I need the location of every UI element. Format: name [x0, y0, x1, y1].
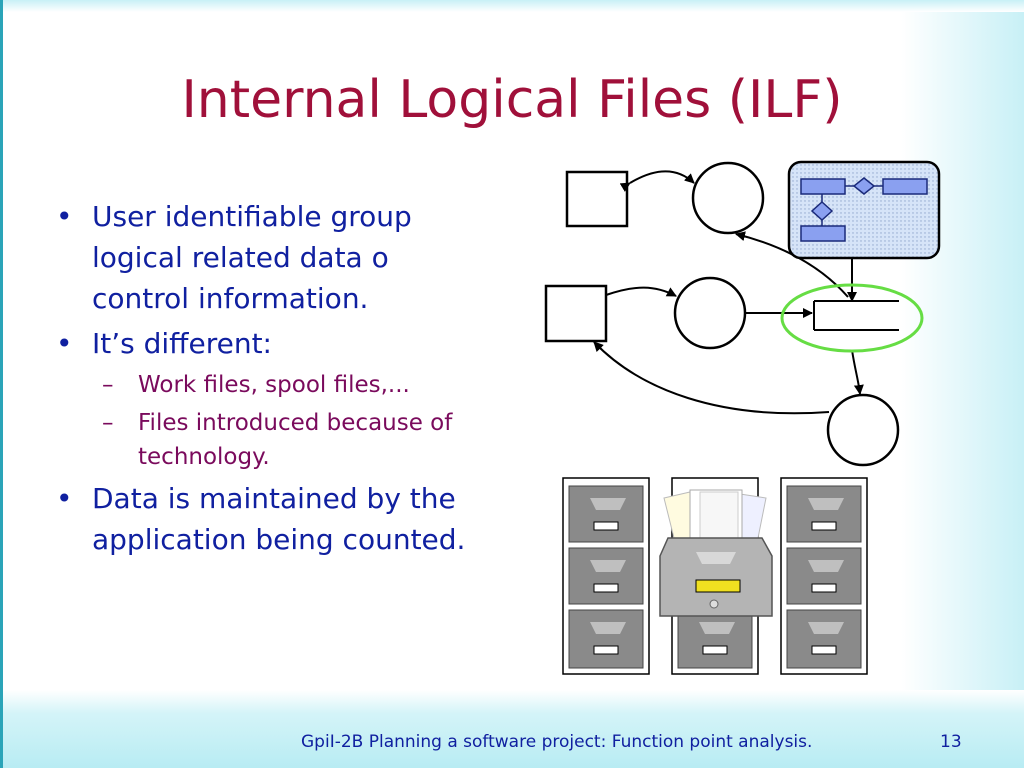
sub-bullet-dash-icon: –: [102, 372, 114, 398]
flowchart-block-icon: [882, 178, 928, 195]
top-band: [0, 0, 1024, 12]
bullet-item: • User identifiable group logical relate…: [56, 196, 486, 319]
flowchart-block-icon: [800, 225, 846, 242]
bullet-dot-icon: •: [56, 200, 73, 233]
slide-title: Internal Logical Files (ILF): [181, 70, 843, 130]
bullet-dot-icon: •: [56, 327, 73, 360]
process-circle-middle: [673, 276, 747, 350]
flowchart-inset-box: [787, 160, 941, 260]
process-circle-bottom: [826, 393, 900, 467]
filing-cabinet-left-icon: [562, 477, 650, 675]
bullet-item: • It’s different:: [56, 323, 486, 364]
bottom-band: [0, 690, 1024, 768]
flow-store-to-bottom-process: [851, 349, 864, 395]
sub-bullet-dash-icon: –: [102, 410, 114, 436]
bullet-list: • User identifiable group logical relate…: [56, 196, 486, 564]
filing-cabinet-right-icon: [780, 477, 868, 675]
page-number: 13: [940, 732, 962, 752]
bullet-text: User identifiable group logical related …: [92, 200, 412, 315]
sub-bullet-text: Files introduced because of technology.: [138, 410, 453, 470]
bullet-item: • Data is maintained by the application …: [56, 478, 486, 560]
ilf-highlight-ellipse: [780, 283, 924, 353]
bullet-dot-icon: •: [56, 482, 73, 515]
flow-middle-entity-process: [605, 286, 677, 297]
sub-bullet-item: – Work files, spool files,...: [56, 368, 486, 402]
bullet-text: Data is maintained by the application be…: [92, 482, 466, 556]
footer-text: GpiI-2B Planning a software project: Fun…: [301, 732, 813, 752]
sub-bullet-item: – Files introduced because of technology…: [56, 406, 486, 474]
sub-bullet-text: Work files, spool files,...: [138, 372, 410, 398]
left-edge: [0, 0, 3, 768]
bullet-text: It’s different:: [92, 327, 272, 360]
external-entity-box-middle: [544, 284, 608, 343]
flowchart-decision-icon: [852, 177, 876, 195]
flow-bottom-process-to-entity: [593, 341, 830, 415]
filing-cabinet-open-icon: [659, 477, 773, 675]
external-entity-box-top: [565, 170, 629, 228]
process-circle-top: [691, 161, 765, 235]
flow-top-entity-process: [619, 170, 695, 192]
flowchart-block-icon: [800, 178, 846, 195]
